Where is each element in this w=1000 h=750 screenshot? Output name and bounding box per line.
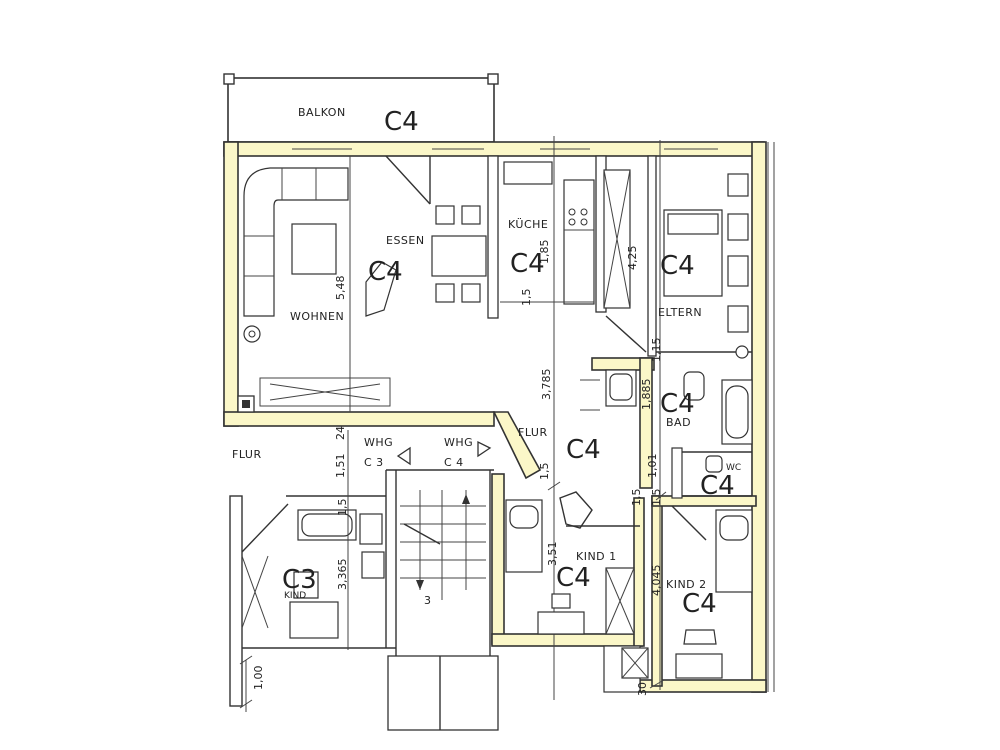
dim-bottom-left: 1,00: [252, 666, 265, 691]
unit-mark-kind1: C4: [556, 563, 591, 593]
room-label-kind2: KIND 2: [666, 578, 707, 591]
dimension-ticks: [239, 481, 667, 712]
whg-left-unit: C 3: [364, 456, 384, 469]
room-label-kind-left: KIND: [284, 591, 306, 601]
unit-mark-wc: C4: [700, 471, 735, 501]
dim-kind2-height: 4,045: [650, 565, 663, 597]
eltern-furniture: [603, 140, 749, 690]
unit-mark-balkon: C4: [384, 107, 419, 137]
room-label-flur-right: FLUR: [518, 426, 548, 439]
dim-kind-left-height: 3,365: [336, 559, 349, 591]
room-label-eltern: ELTERN: [658, 306, 702, 319]
dim-kueche-side: 1,5: [520, 289, 533, 307]
unit-mark-kind2: C4: [682, 589, 717, 619]
dim-flur-small: 1,5: [538, 463, 551, 481]
dim-kind2-bottom: 30: [636, 682, 649, 696]
unit-mark-wohnen: C4: [368, 257, 403, 287]
staircase: [400, 490, 486, 600]
kind2-furniture: [621, 505, 753, 679]
dim-kind2-top: 1,5: [650, 489, 663, 507]
dim-eltern-door: 1,15: [650, 338, 663, 363]
unit-mark-kind-left: C3: [282, 565, 317, 595]
dim-wohnen-height: 5,48: [334, 276, 347, 301]
kitchen-fixtures: [500, 136, 595, 700]
dim-wc-height: 1,01: [646, 454, 659, 479]
room-label-balkon: BALKON: [298, 106, 346, 119]
room-label-kind1: KIND 1: [576, 550, 617, 563]
dim-whg-width: 1,51: [334, 454, 347, 479]
dim-stair-step: 3: [424, 594, 431, 607]
kind1-furniture: [505, 491, 640, 635]
dim-whg-small: 24: [334, 426, 347, 440]
room-label-essen: ESSEN: [386, 234, 425, 247]
dim-bad-height: 1,885: [640, 379, 653, 411]
dim-kind1-height: 3,51: [546, 542, 559, 567]
dim-kueche-depth: 1,85: [538, 240, 551, 265]
unit-mark-bad: C4: [660, 389, 695, 419]
room-label-bad: BAD: [666, 416, 691, 429]
bathroom-fixtures: [580, 369, 753, 473]
living-furniture: [237, 155, 487, 413]
room-label-flur-left: FLUR: [232, 448, 262, 461]
balcony-area: [223, 73, 499, 143]
whg-left-title: WHG: [364, 436, 393, 449]
unit-mark-eltern: C4: [660, 251, 695, 281]
outer-walls: [223, 141, 767, 693]
room-label-kueche: KÜCHE: [508, 218, 548, 231]
dim-wc-gap: 1,5: [630, 489, 643, 507]
room-label-wc: WC: [726, 463, 741, 473]
unit-mark-kueche: C4: [510, 249, 545, 279]
dim-eltern-depth: 4,25: [626, 246, 639, 271]
room-label-wohnen: WOHNEN: [290, 310, 344, 323]
whg-right-unit: C 4: [444, 456, 464, 469]
dim-flur-height: 3,785: [540, 369, 553, 401]
whg-right-title: WHG: [444, 436, 473, 449]
kind-left-furniture: [241, 430, 385, 650]
unit-mark-flur: C4: [566, 435, 601, 465]
entry-markers: [396, 440, 492, 466]
dim-kind-left-top: 1,5: [336, 499, 349, 517]
